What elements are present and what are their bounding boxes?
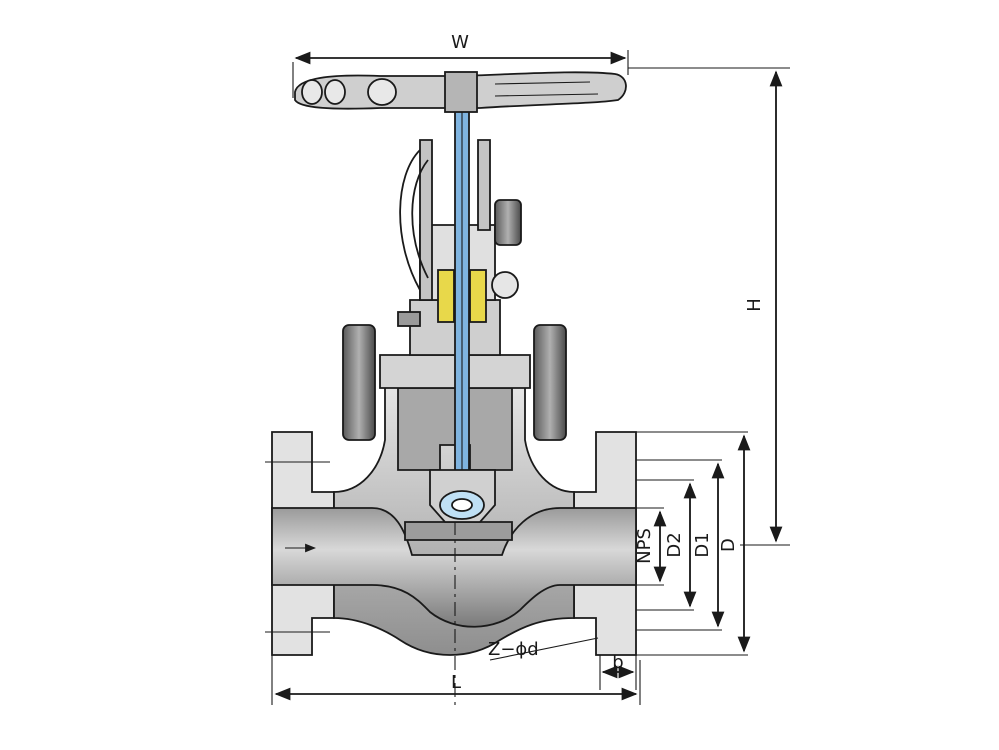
handwheel <box>294 71 627 113</box>
w-label: W <box>451 32 469 53</box>
d1-label: D1 <box>692 532 713 557</box>
valve-disc <box>429 469 496 523</box>
dimension-b: b <box>599 652 637 690</box>
dimension-l: L <box>271 655 641 705</box>
dimension-w: W <box>292 32 629 98</box>
d-label: D <box>718 538 739 552</box>
valve-stem <box>454 89 470 516</box>
bonnet-bolts <box>342 199 567 441</box>
dimension-bolt-holes: Z−ϕd <box>488 637 599 661</box>
nps-label: NPS <box>634 528 655 564</box>
d2-label: D2 <box>664 532 685 557</box>
dimension-flange-diameters: NPS D2 D1 D <box>634 431 751 656</box>
h-label: H <box>744 298 765 312</box>
b-label: b <box>612 652 623 673</box>
packing <box>437 269 487 323</box>
dimension-h: H <box>628 67 790 546</box>
valve-body <box>265 384 637 705</box>
l-label: L <box>451 672 461 693</box>
bolt-holes-label: Z−ϕd <box>488 639 539 660</box>
